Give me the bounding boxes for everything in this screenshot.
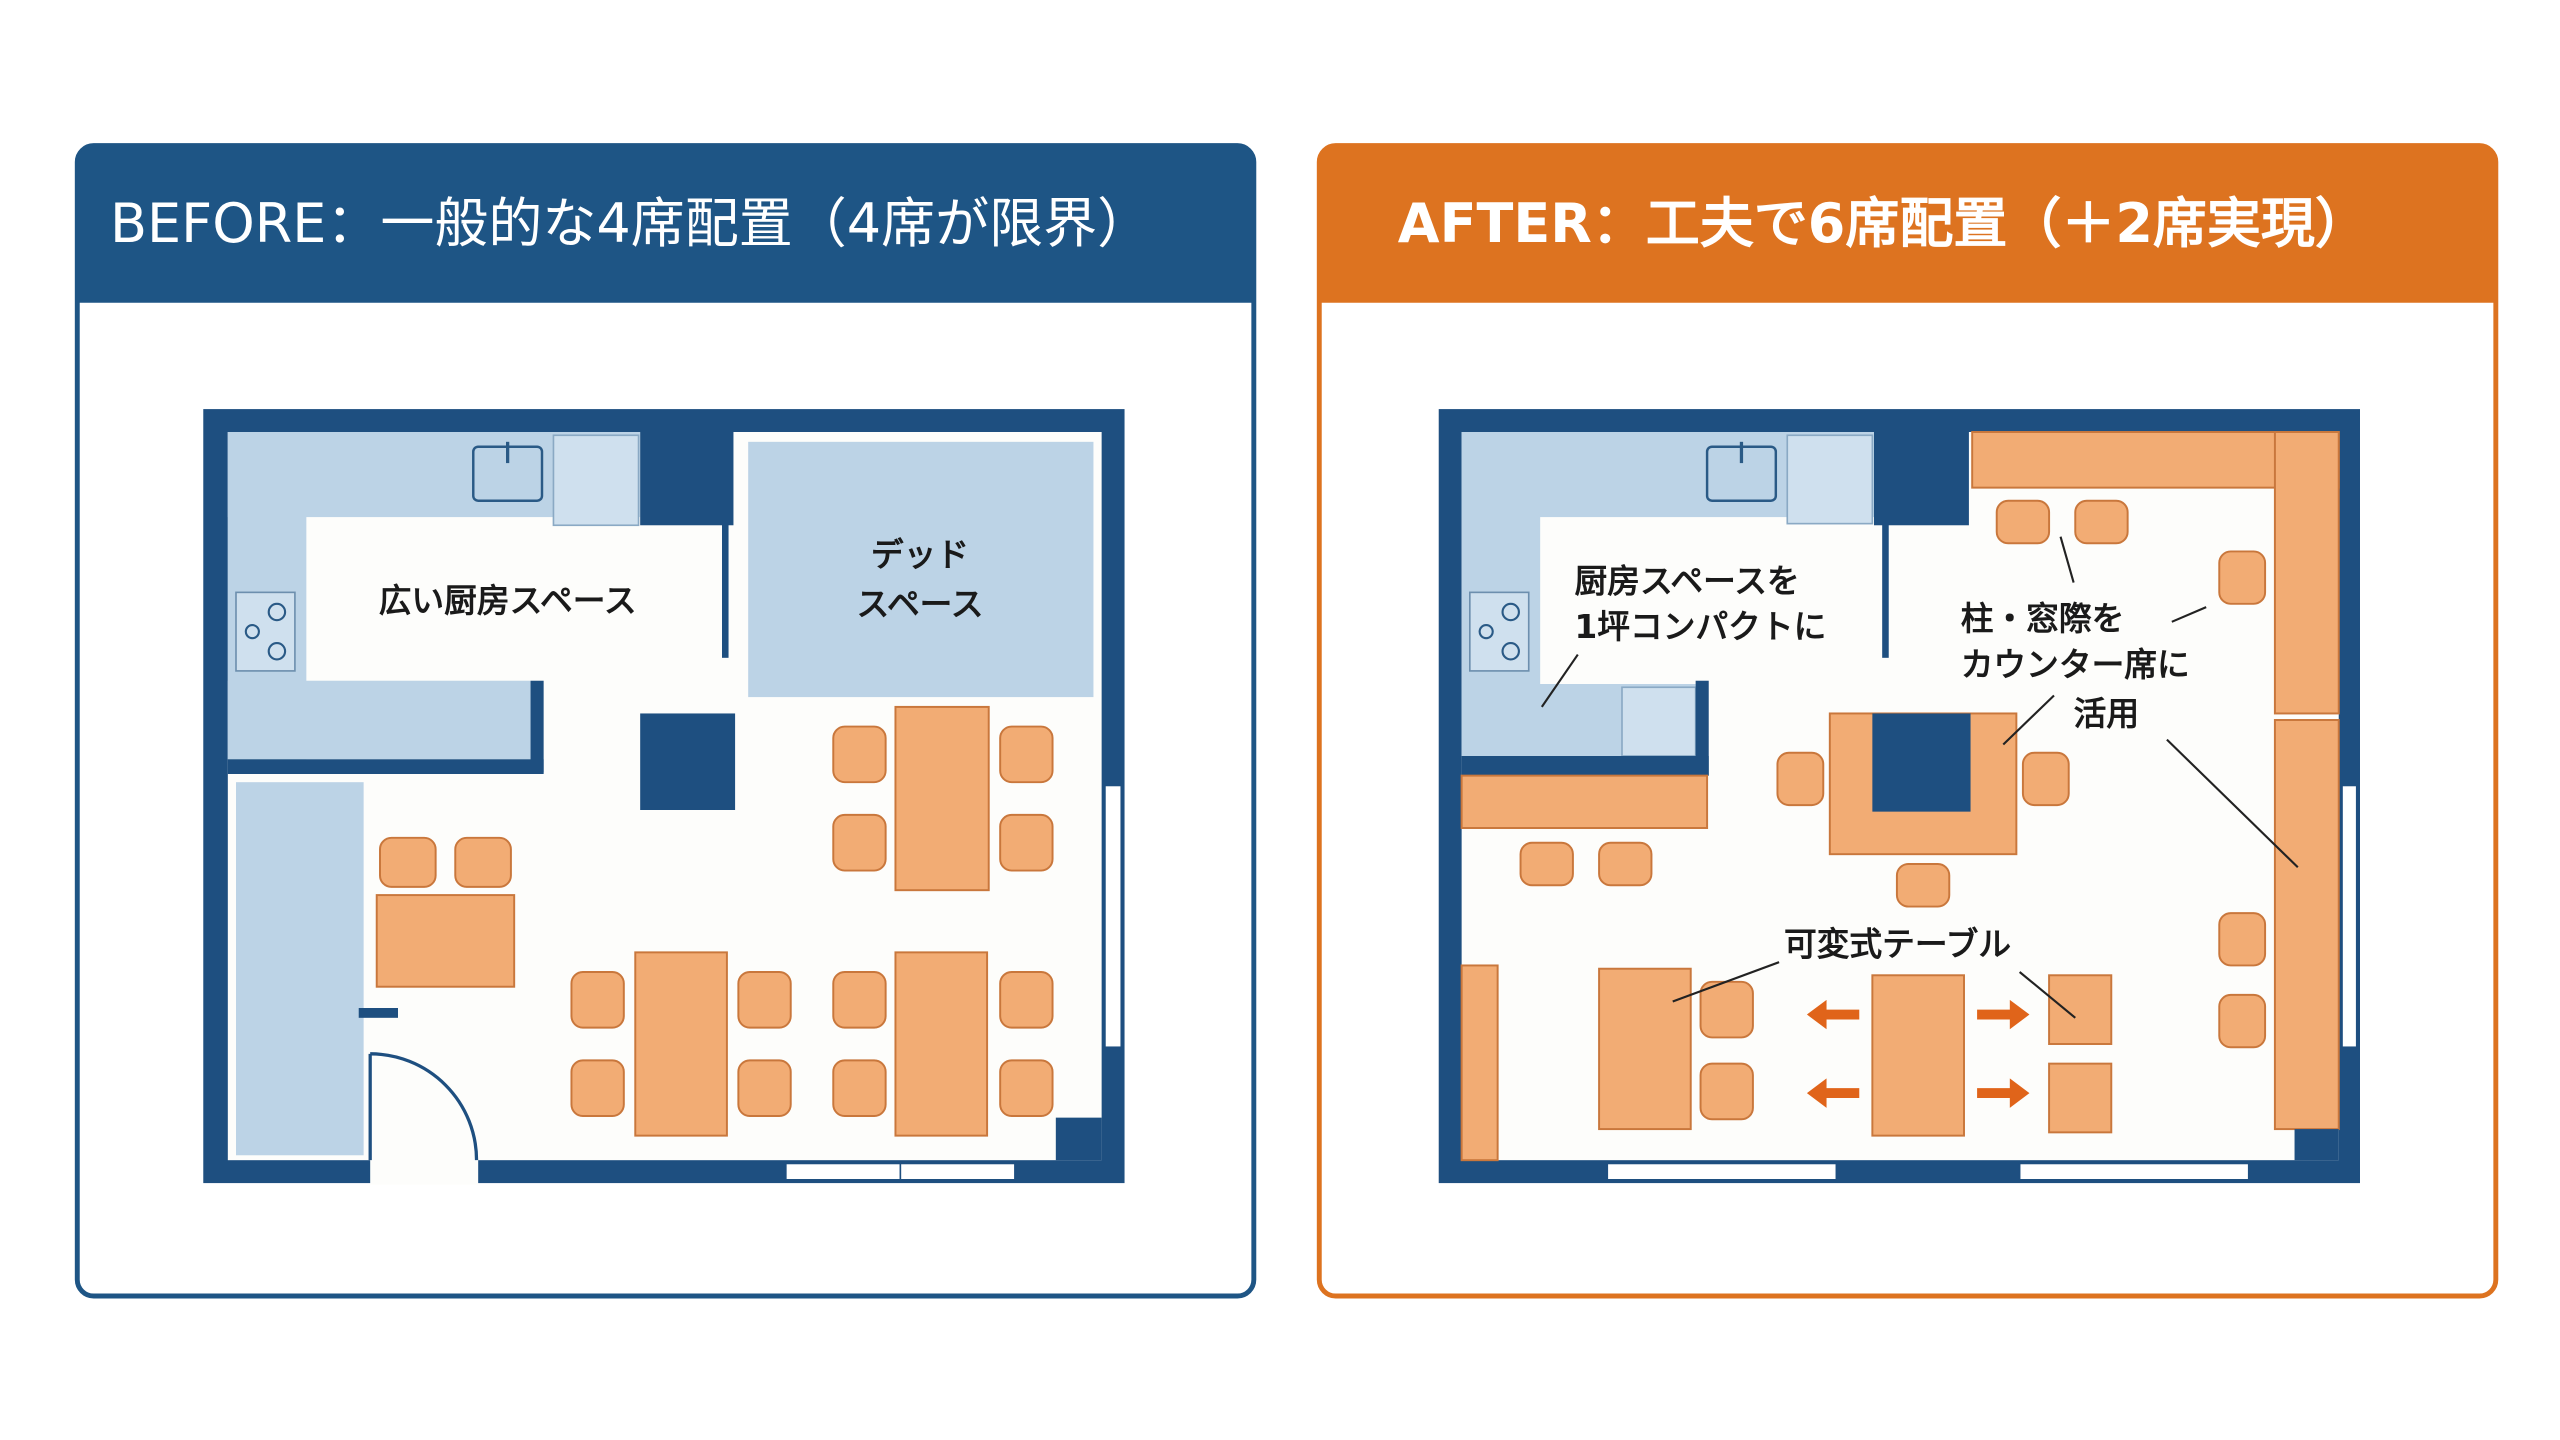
kitchen-label-2: 1坪コンパクトに [1575, 608, 1827, 646]
chair [379, 836, 437, 888]
before-floorplan: 広い厨房スペース デッド スペース [203, 409, 1125, 1185]
chair [832, 971, 887, 1029]
table-label: 可変式テーブル [1784, 926, 2011, 964]
chair [832, 813, 887, 872]
counter [1460, 774, 1709, 829]
kitchen-label: 広い厨房スペース [379, 582, 637, 620]
table-group [375, 836, 516, 988]
window-counter [1971, 431, 2340, 1161]
after-floorplan: 厨房スペースを 1坪コンパクトに 柱・窓際を カウンター席に 活用 可変式テーブ… [1438, 409, 2360, 1184]
chair [832, 725, 887, 784]
chair [737, 1059, 792, 1117]
after-title: AFTER：工夫で6席配置（＋2席実現） [1398, 192, 2369, 255]
before-panel: BEFORE：一般的な4席配置（4席が限界） 広 [74, 143, 1257, 1299]
stool [2218, 550, 2267, 605]
table [1598, 967, 1692, 1131]
arrow-left-icon [1806, 1078, 1860, 1108]
variable-table [2048, 974, 2113, 1045]
window [1606, 1162, 1838, 1181]
table [894, 951, 989, 1137]
column [1872, 713, 1971, 812]
kitchen-area [1461, 432, 1874, 776]
column-counter [1776, 712, 2070, 908]
stool [2074, 499, 2129, 545]
stove-icon [1469, 591, 1530, 672]
variable-table [1871, 974, 1965, 1137]
counter [1460, 964, 1499, 1162]
kitchen-label-1: 厨房スペースを [1575, 562, 1800, 600]
door [370, 1052, 479, 1161]
kitchen-area: 広い厨房スペース [227, 432, 641, 774]
chair [570, 1059, 625, 1117]
chair [1699, 1062, 1754, 1121]
arrow-right-icon [1977, 999, 2030, 1030]
side-counter [236, 782, 364, 1156]
counter-label-1: 柱・窓際を [1961, 600, 2125, 638]
stove-icon [235, 591, 296, 672]
chair [570, 971, 625, 1029]
counter-label-2: カウンター席に [1961, 646, 2190, 684]
chair [737, 971, 792, 1029]
chair [999, 725, 1054, 784]
chair [1776, 751, 1825, 807]
chair [454, 836, 512, 888]
before-title: BEFORE：一般的な4席配置（4席が限界） [110, 192, 1151, 255]
table-group [832, 705, 1054, 892]
dead-space: デッド スペース [748, 441, 1094, 698]
stool [2218, 993, 2267, 1049]
after-panel: AFTER：工夫で6席配置（＋2席実現） [1316, 143, 2499, 1299]
window [1104, 784, 1123, 1049]
table [634, 951, 728, 1137]
arrow-right-icon [1977, 1078, 2030, 1108]
stool [2218, 912, 2267, 967]
chair [999, 1059, 1054, 1117]
stool [1995, 499, 2051, 545]
table [894, 705, 990, 892]
chair [2021, 751, 2070, 807]
chair [1699, 980, 1754, 1039]
counter-label-3: 活用 [2074, 695, 2139, 733]
window [2341, 784, 2358, 1049]
chair [832, 1059, 887, 1117]
dead-space-label-2: スペース [857, 585, 984, 623]
before-header [77, 145, 1254, 303]
arrow-left-icon [1806, 999, 1860, 1030]
table [375, 894, 516, 988]
table-group [832, 951, 1054, 1137]
after-header [1319, 145, 2496, 303]
dead-space-label-1: デッド [871, 536, 969, 574]
chair [999, 813, 1054, 872]
stool [1598, 841, 1653, 887]
stool [1519, 841, 1574, 887]
column [640, 713, 736, 810]
chair [999, 971, 1054, 1029]
variable-table [2048, 1062, 2113, 1134]
stool [1895, 863, 1951, 908]
window [2018, 1162, 2250, 1181]
table-group [570, 951, 792, 1137]
